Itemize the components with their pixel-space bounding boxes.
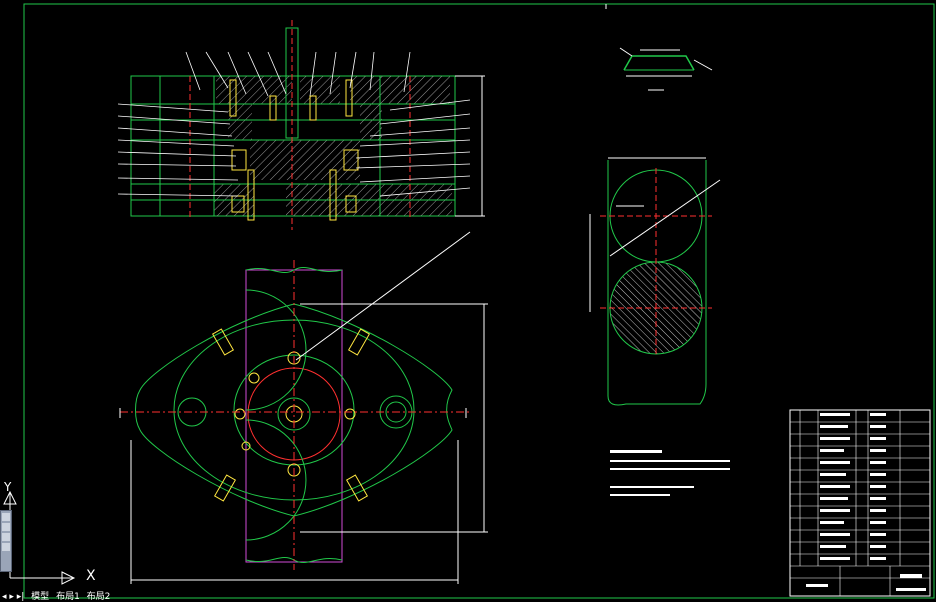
technical-notes xyxy=(610,450,730,496)
tab-model[interactable]: 模型 xyxy=(31,592,50,602)
layout-tab-bar: ◂ ▸ ▸| 模型 布局1 布局2 xyxy=(0,592,260,602)
strip-layout xyxy=(589,157,721,406)
part-profile xyxy=(619,47,713,91)
palette-button[interactable] xyxy=(2,523,10,531)
tool-palette-icon[interactable] xyxy=(0,510,12,572)
section-view xyxy=(117,20,485,230)
ucs-icon xyxy=(3,490,76,585)
tab-nav-arrows[interactable]: ◂ ▸ ▸| xyxy=(2,592,28,602)
palette-button[interactable] xyxy=(2,533,10,541)
ucs-x-label: X xyxy=(86,568,96,584)
tab-layout2[interactable]: 布局2 xyxy=(86,592,111,602)
tab-layout1[interactable]: 布局1 xyxy=(56,592,80,602)
palette-button[interactable] xyxy=(2,543,10,551)
title-block xyxy=(789,409,931,597)
ucs-y-label: Y xyxy=(4,480,12,494)
plan-view xyxy=(119,231,488,584)
palette-button[interactable] xyxy=(2,513,10,521)
